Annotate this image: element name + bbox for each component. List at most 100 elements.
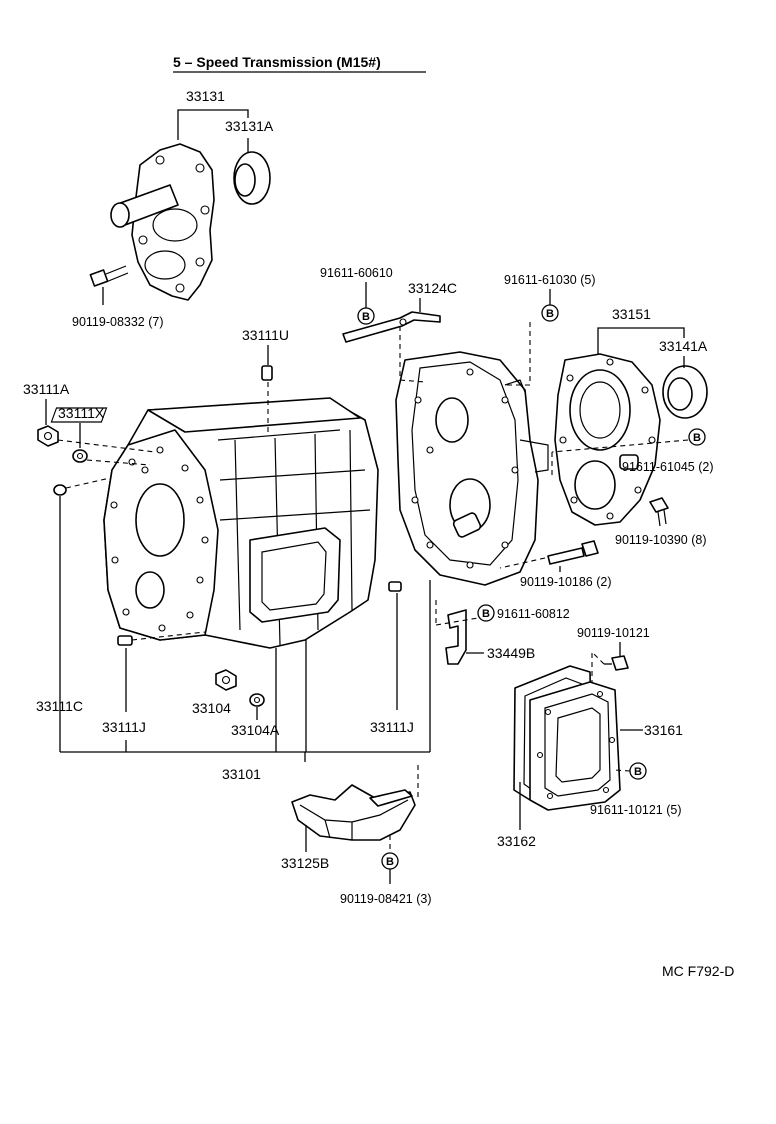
ring-33111C <box>53 484 67 496</box>
case-side-opening <box>249 527 341 623</box>
side-cover-group: 90119-10121 33161 B 91611-10121 (5) <box>497 626 683 849</box>
housing-hole <box>175 283 185 293</box>
rear-housing-bore <box>569 369 631 451</box>
bolt-marker-90119-08421: B <box>381 852 399 870</box>
extension-housing <box>131 143 215 301</box>
tube-opening <box>110 202 130 228</box>
shift-boss <box>452 512 482 538</box>
dash-33111C <box>65 477 111 489</box>
label-33125B: 33125B <box>281 855 329 871</box>
label-90119-10186: 90119-10186 (2) <box>520 575 612 589</box>
label-33111J-left: 33111J <box>102 719 146 735</box>
rear-housing-boss <box>619 454 639 470</box>
intermediate-housing-group: 91611-60610 B 33124C 91611-61030 (5) B 9… <box>320 266 612 665</box>
label-33104: 33104 <box>192 700 231 716</box>
flange-bore <box>135 483 185 557</box>
dash-91611-61045 <box>551 439 689 453</box>
label-91611-61045: 91611-61045 (2) <box>622 460 714 474</box>
bolt-marker-91611-60812: B <box>477 604 495 622</box>
svg-text:B: B <box>386 856 394 868</box>
dowel-33111J-right <box>388 581 402 592</box>
svg-text:B: B <box>362 311 370 323</box>
rear-housing-holes <box>559 358 656 520</box>
bolt-marker-91611-10121: B <box>629 762 647 780</box>
extension-housing-group: 33131 33131A 90119-08332 (7) <box>72 88 274 329</box>
nut-33104 <box>215 669 237 691</box>
bolt-marker-91611-60610: B <box>357 307 375 325</box>
housing-hole <box>195 163 205 173</box>
housing-recess <box>144 250 186 280</box>
housing-hole <box>200 205 210 215</box>
lever-33124C <box>342 311 441 343</box>
bottom-cover-group: 33125B B 90119-08421 (3) <box>281 765 432 906</box>
dash-33124C-b <box>399 379 426 383</box>
bracket-33151 <box>597 327 685 356</box>
dash-33449B-b <box>435 617 479 626</box>
svg-text:B: B <box>482 608 490 620</box>
label-33111X: 33111X <box>58 405 105 421</box>
housing-hole <box>155 155 165 165</box>
bolt-90119-08332 <box>89 265 129 287</box>
washer-hole <box>253 696 261 704</box>
label-33141A: 33141A <box>659 338 708 354</box>
cover-33125B-tab <box>369 789 413 807</box>
flange-holes <box>110 446 209 632</box>
label-90119-10121: 90119-10121 <box>577 626 650 640</box>
cover-holes <box>536 690 616 800</box>
top-plate-window <box>50 407 108 423</box>
label-90119-08421: 90119-08421 (3) <box>340 892 432 906</box>
flange-bore-small <box>135 571 165 609</box>
diagram-title: 5 – Speed Transmission (M15#) <box>173 54 381 70</box>
case-top-plate <box>147 397 361 433</box>
label-33111J-right: 33111J <box>370 719 414 735</box>
label-33124C: 33124C <box>408 280 457 296</box>
label-33151: 33151 <box>612 306 651 322</box>
cover-33125B-fold <box>299 799 409 840</box>
label-90119-08332: 90119-08332 (7) <box>72 315 164 329</box>
rear-housing-bore-low <box>574 460 616 510</box>
dash-33111X <box>86 459 151 466</box>
bolt-marker-91611-61045: B <box>688 428 706 446</box>
svg-text:B: B <box>546 308 554 320</box>
label-33101: 33101 <box>222 766 261 782</box>
intermediate-holes <box>411 368 519 569</box>
housing-hole <box>138 235 148 245</box>
housing-hole <box>195 257 205 267</box>
housing-recess <box>152 208 198 242</box>
label-33131A: 33131A <box>225 118 274 134</box>
label-33162: 33162 <box>497 833 536 849</box>
label-91611-10121: 91611-10121 (5) <box>590 803 682 817</box>
label-33161: 33161 <box>644 722 683 738</box>
label-33111U: 33111U <box>242 327 289 343</box>
bolt-90119-10186 <box>547 540 599 565</box>
case-side-opening-inner <box>261 541 327 611</box>
svg-text:B: B <box>693 432 701 444</box>
dash-33111J-left <box>131 631 206 641</box>
dash-33111A <box>57 439 156 453</box>
diagram-code: MC F792-D <box>662 963 734 979</box>
label-91611-60610: 91611-60610 <box>320 266 393 280</box>
oil-seal-33141A-inner <box>667 377 693 411</box>
dowel-33111J-left <box>117 635 133 646</box>
label-33111C: 33111C <box>36 698 83 714</box>
label-33104A: 33104A <box>231 722 280 738</box>
svg-text:B: B <box>634 766 642 778</box>
nut-33111A <box>37 425 59 447</box>
dash-90119-10186 <box>499 557 546 569</box>
oil-seal-inner <box>234 163 256 197</box>
label-91611-61030: 91611-61030 (5) <box>504 273 596 287</box>
label-33131: 33131 <box>186 88 225 104</box>
intermediate-housing-flange <box>411 361 519 566</box>
label-33111A: 33111A <box>23 381 70 397</box>
bolt-marker-91611-61030: B <box>541 304 559 322</box>
label-33449B: 33449B <box>487 645 535 661</box>
bolt-90119-10390 <box>649 497 669 527</box>
dash-91611-10121 <box>613 769 631 772</box>
washer-hole <box>76 452 84 460</box>
side-cover-33161 <box>529 681 621 811</box>
side-cover-33161-panel <box>555 707 601 783</box>
rear-housing-bore-inner <box>579 381 621 439</box>
rear-housing-group: 33151 33141A B 91611-61045 (2) <box>551 306 714 547</box>
bore-upper <box>435 397 469 443</box>
